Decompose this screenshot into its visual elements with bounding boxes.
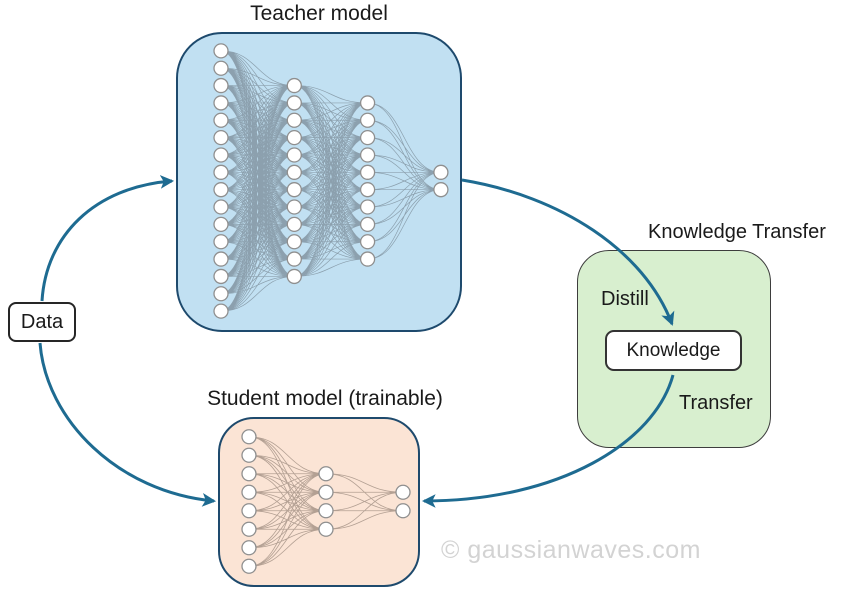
- transfer-label: Transfer: [679, 392, 753, 414]
- copyright-watermark: © gaussianwaves.com: [441, 536, 701, 564]
- teacher-model-title: Teacher model: [250, 2, 388, 25]
- arrow-data-to-student: [38, 342, 217, 507]
- knowledge-label: Knowledge: [626, 339, 721, 361]
- student-model-box: [218, 417, 420, 587]
- arrow-data-to-teacher: [40, 175, 175, 302]
- data-box: Data: [8, 302, 76, 342]
- knowledge-transfer-title: Knowledge Transfer: [648, 221, 826, 243]
- data-label: Data: [20, 310, 64, 333]
- distill-label: Distill: [601, 288, 649, 310]
- student-model-title: Student model (trainable): [207, 387, 443, 410]
- knowledge-box: Knowledge: [605, 330, 742, 371]
- teacher-model-box: [176, 32, 462, 332]
